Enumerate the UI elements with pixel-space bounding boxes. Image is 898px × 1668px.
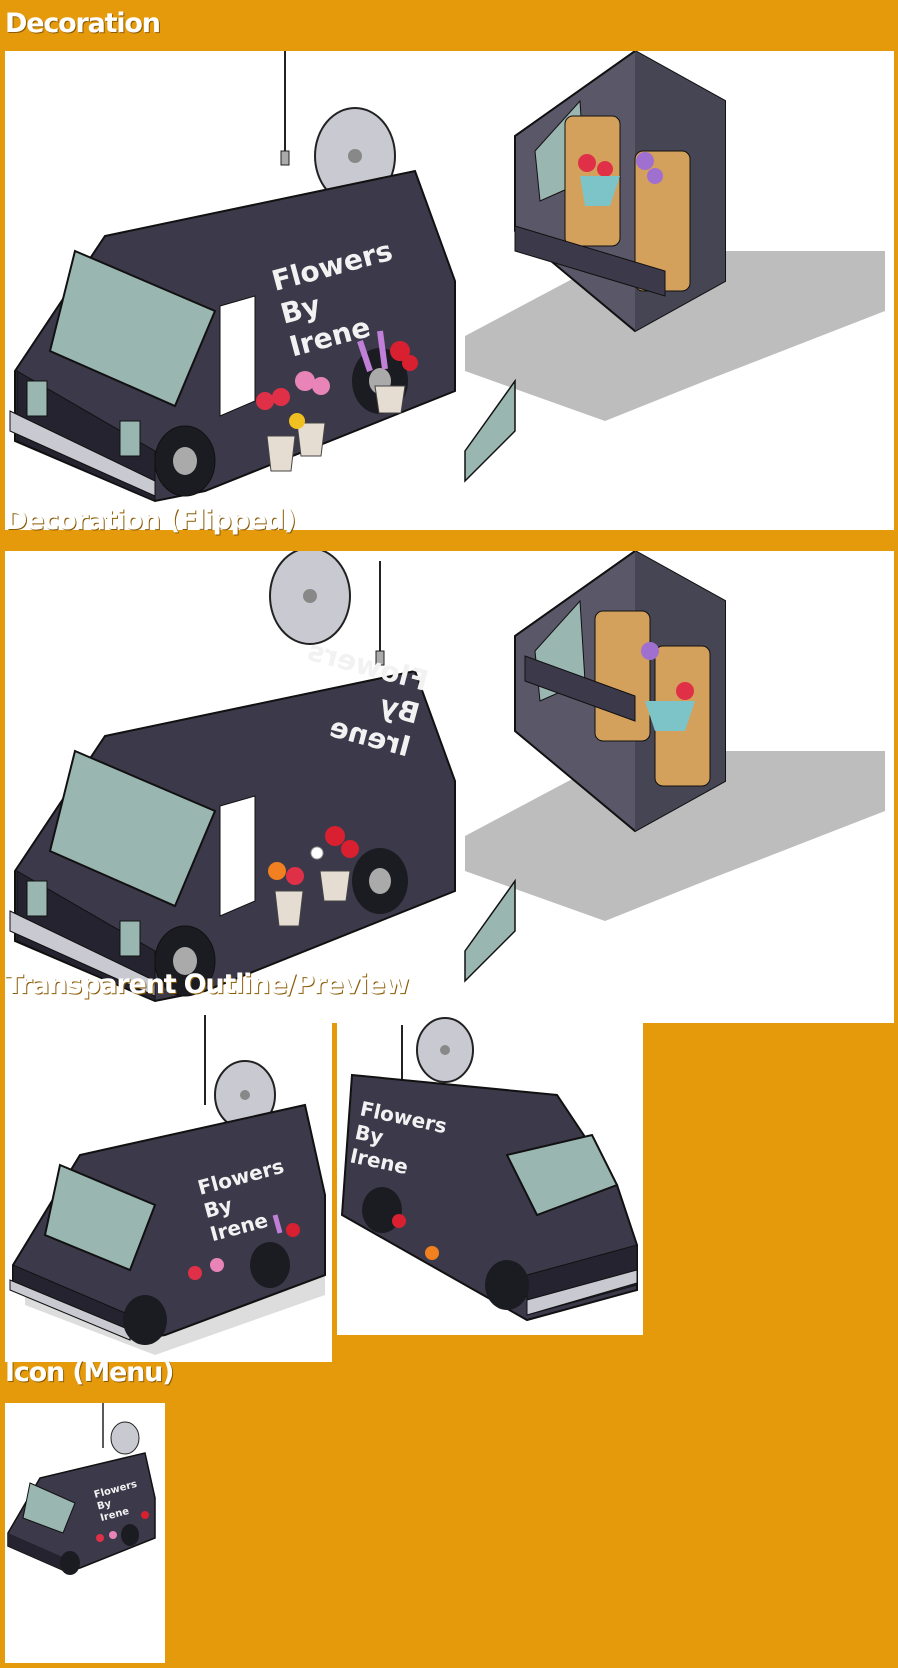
- flower-buckets: [256, 330, 418, 472]
- section-title-decoration-flipped: Decoration (Flipped): [5, 505, 296, 536]
- flower-buckets: [268, 826, 359, 927]
- icon-menu-sprite: Flowers By Irene: [7, 1403, 156, 1575]
- transparent-preview-panel-left: Flowers By Irene: [5, 1015, 332, 1362]
- transparent-preview-panel-right: Flowers By Irene: [337, 1015, 643, 1335]
- icon-menu-panel: Flowers By Irene: [5, 1403, 165, 1663]
- windshield-piece: [464, 378, 516, 483]
- decoration-flipped-sprites: Flowers By Irene: [9, 551, 885, 1003]
- decoration-sprites: Flowers By Irene: [9, 51, 885, 503]
- section-title-icon-menu: Icon (Menu): [5, 1357, 175, 1388]
- van-sprite: Flowers By Irene: [9, 51, 456, 503]
- van-interior-sprite: [514, 51, 726, 333]
- van-sprite: Flowers By Irene: [9, 551, 456, 1003]
- windshield-piece: [464, 878, 516, 983]
- van-lettering-line2: By: [96, 1498, 113, 1512]
- van-shadow: [465, 251, 885, 421]
- section-title-transparent-preview: Transparent Outline/Preview: [5, 969, 409, 1000]
- section-title-decoration: Decoration: [5, 8, 161, 39]
- decoration-panel: Flowers By Irene: [5, 51, 894, 530]
- decoration-flipped-panel: Flowers By Irene: [5, 551, 894, 1023]
- van-shadow: [465, 751, 885, 921]
- transparent-preview-sprite-right: Flowers By Irene: [340, 1017, 638, 1322]
- van-interior-sprite: [514, 551, 726, 833]
- transparent-preview-sprite-left: Flowers By Irene: [9, 1015, 326, 1355]
- van-lettering-line2: By: [353, 1120, 386, 1149]
